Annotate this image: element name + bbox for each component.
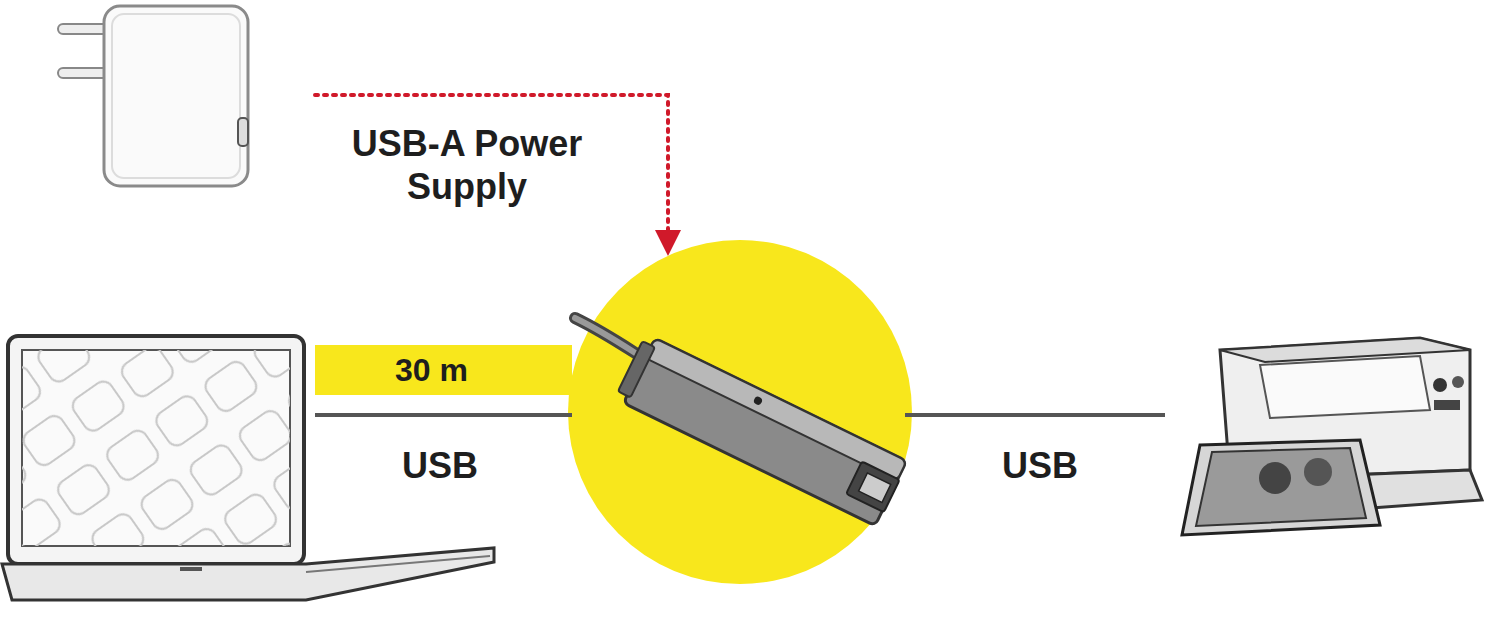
length-band: 30 m bbox=[315, 345, 572, 395]
length-label: 30 m bbox=[315, 352, 572, 389]
power-supply-label: USB-A Power Supply bbox=[317, 122, 617, 208]
usb-extender bbox=[575, 318, 908, 527]
usb-cable bbox=[315, 413, 572, 417]
usb-cable bbox=[905, 413, 1165, 417]
highlight-circle bbox=[568, 240, 912, 584]
cable-label: USB bbox=[402, 444, 478, 487]
power-arrow bbox=[315, 95, 681, 256]
power-supply bbox=[58, 6, 248, 186]
printer bbox=[1182, 338, 1482, 535]
cable-label: USB bbox=[1002, 444, 1078, 487]
